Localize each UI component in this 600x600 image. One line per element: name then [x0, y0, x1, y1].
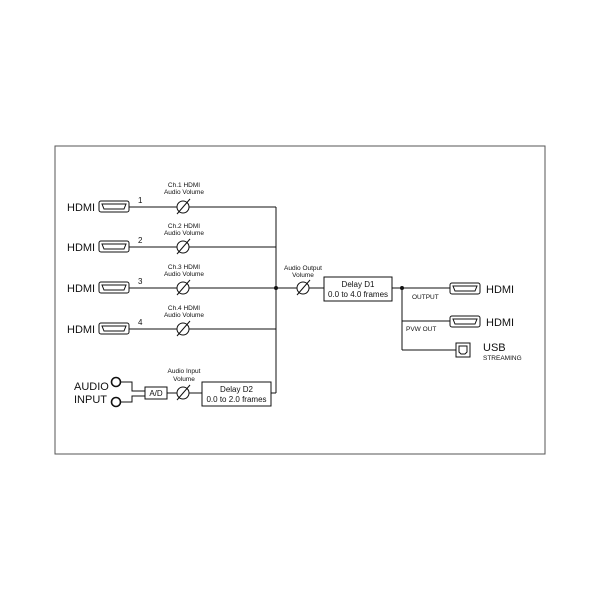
delay-d1-title: Delay D1 [342, 280, 375, 289]
hdmi-input-row-1: HDMI 1 Ch.1 HDMI Audio Volume [67, 182, 276, 215]
audio-input-label-line1: AUDIO [74, 381, 109, 393]
hdmi-input-label: HDMI [67, 242, 95, 254]
usb-streaming-row: USB STREAMING [455, 342, 522, 362]
delay-d1-range: 0.0 to 4.0 frames [328, 290, 388, 299]
volume-label-line2: Audio Volume [164, 312, 204, 319]
hdmi-port-icon [98, 240, 130, 253]
output-volume-line1: Audio Output [284, 265, 322, 272]
pvw-path-label: PVW OUT [406, 326, 436, 333]
channel-number: 3 [138, 277, 143, 286]
volume-label-line2: Audio Volume [164, 189, 204, 196]
delay-d2-range: 0.0 to 2.0 frames [206, 395, 266, 404]
volume-label-line1: Ch.1 HDMI [168, 182, 200, 189]
rca-jack-icon [110, 396, 122, 408]
output-volume-line2: Volume [292, 272, 314, 279]
hdmi-port-icon [449, 315, 481, 328]
hdmi-port-icon [449, 282, 481, 295]
volume-label-line1: Ch.3 HDMI [168, 264, 200, 271]
ad-converter-label: A/D [149, 389, 163, 398]
hdmi-input-label: HDMI [67, 202, 95, 214]
audio-input-label-line2: INPUT [74, 394, 107, 406]
audio-input-row: AUDIO INPUT A/D Audio Input Volume Delay… [74, 368, 276, 408]
channel-number: 4 [138, 318, 143, 327]
delay-d1-box [323, 276, 393, 302]
volume-label-line2: Audio Volume [164, 230, 204, 237]
hdmi-input-row-2: HDMI 2 Ch.2 HDMI Audio Volume [67, 223, 276, 255]
audio-input-volume-line1: Audio Input [168, 368, 201, 375]
rca-jack-icon [110, 376, 122, 388]
hdmi-input-label: HDMI [67, 283, 95, 295]
diagram-frame [54, 145, 546, 455]
hdmi-input-row-3: HDMI 3 Ch.3 HDMI Audio Volume [67, 264, 276, 296]
volume-label-line1: Ch.2 HDMI [168, 223, 200, 230]
audio-input-volume-line2: Volume [173, 376, 195, 383]
volume-knob-icon [176, 238, 191, 255]
volume-knob-icon [176, 320, 191, 337]
hdmi-input-label: HDMI [67, 324, 95, 336]
hdmi-pvw-output-row: HDMI [449, 315, 514, 329]
delay-d2-title: Delay D2 [220, 385, 253, 394]
usb-port-icon [455, 342, 471, 358]
volume-knob-icon [176, 384, 191, 401]
hdmi-port-icon [98, 322, 130, 335]
usb-label: USB [483, 342, 506, 354]
volume-knob-icon [176, 279, 191, 296]
output-path-label: OUTPUT [412, 294, 439, 301]
hdmi-port-icon [98, 281, 130, 294]
volume-knob-icon [176, 198, 191, 215]
channel-number: 1 [138, 196, 143, 205]
volume-label-line2: Audio Volume [164, 271, 204, 278]
hdmi-output-row: HDMI [449, 282, 514, 296]
hdmi-port-icon [98, 200, 130, 213]
usb-streaming-label: STREAMING [483, 355, 522, 362]
volume-knob-icon [296, 279, 311, 296]
hdmi-pvw-output-label: HDMI [486, 317, 514, 329]
volume-label-line1: Ch.4 HDMI [168, 305, 200, 312]
hdmi-input-row-4: HDMI 4 Ch.4 HDMI Audio Volume [67, 305, 276, 337]
hdmi-output-label: HDMI [486, 284, 514, 296]
delay-d2-box [201, 381, 272, 407]
channel-number: 2 [138, 236, 143, 245]
